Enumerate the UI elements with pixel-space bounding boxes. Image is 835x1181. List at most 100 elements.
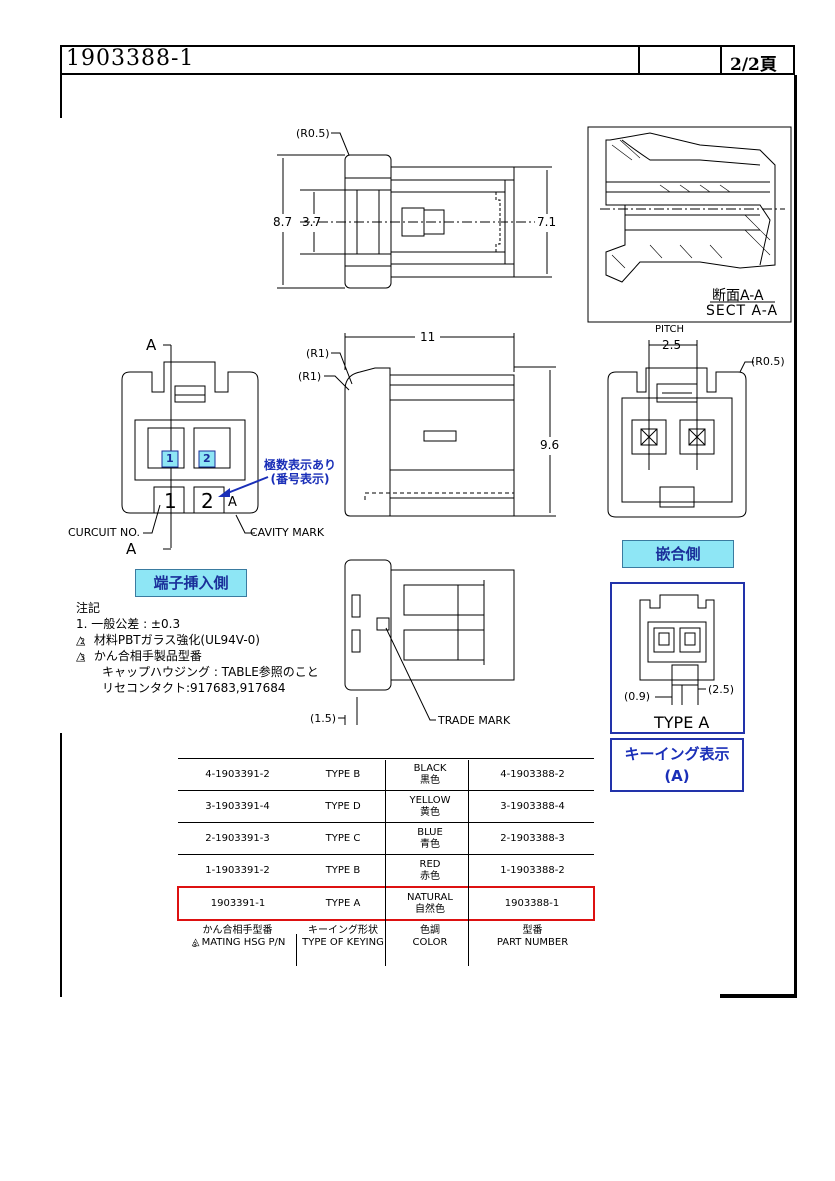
cell-mating-text: 1903391-1 bbox=[210, 898, 266, 909]
cell-keying-text: TYPE D bbox=[325, 801, 361, 812]
section-mark-bottom: A bbox=[126, 540, 137, 558]
note-2-text: 材料PBTガラス強化(UL94V-0) bbox=[93, 633, 260, 647]
side-width-dim: 11 bbox=[420, 330, 436, 344]
keying-badge-line2: (A) bbox=[664, 767, 690, 785]
note-2: △2 材料PBTガラス強化(UL94V-0) bbox=[76, 632, 319, 648]
pole-number-note-line2: (番号表示) bbox=[270, 472, 330, 486]
cell-color-text: NATURAL bbox=[407, 891, 453, 903]
note-3: △3 かん合相手製品型番 bbox=[76, 648, 319, 664]
side-radius-bottom: (R1) bbox=[298, 370, 322, 383]
cell-keying: TYPE D bbox=[297, 790, 389, 823]
mating-radius: (R0.5) bbox=[751, 355, 785, 368]
cell-mating: 4-1903391-2 bbox=[178, 758, 297, 791]
frame-line-left-bottom bbox=[60, 733, 62, 997]
table-col-divider bbox=[468, 760, 469, 966]
cell-mating-text: 3-1903391-4 bbox=[205, 801, 270, 812]
note-3-cap-housing: キャップハウジング : TABLE参照のこと bbox=[102, 665, 319, 679]
keying-badge-line1: キーイング表示 bbox=[624, 745, 730, 763]
cell-color-text: 黄色 bbox=[420, 806, 440, 818]
top-view-right-dim: 7.1 bbox=[537, 215, 557, 229]
table-header-divider bbox=[296, 934, 297, 966]
cell-part: 2-1903388-3 bbox=[471, 822, 594, 855]
side-height-dim: 9.6 bbox=[540, 438, 560, 452]
note-1: 1. 一般公差 : ±0.3 bbox=[76, 617, 181, 631]
cell-keying-text: TYPE B bbox=[325, 769, 361, 780]
header-part-jp: 型番 bbox=[522, 924, 543, 936]
frame-line-left-top bbox=[60, 75, 62, 118]
frame-line-right bbox=[794, 75, 797, 997]
cell-part: 1-1903388-2 bbox=[471, 854, 594, 888]
cell-color-text: 自然色 bbox=[415, 903, 445, 915]
circuit-label: CURCUIT NO. bbox=[68, 526, 140, 539]
header-part: 型番 PART NUMBER bbox=[471, 919, 594, 952]
cell-keying-text: TYPE A bbox=[325, 898, 361, 909]
top-view-height-dim: 8.7 bbox=[273, 215, 293, 229]
cavity-label: CAVITY MARK bbox=[250, 526, 325, 539]
section-view bbox=[587, 126, 792, 323]
side-radius-top: (R1) bbox=[306, 347, 330, 360]
pitch-value: 2.5 bbox=[662, 338, 682, 352]
cell-part: 1903388-1 bbox=[471, 886, 595, 921]
cell-mating: 1-1903391-2 bbox=[178, 854, 297, 888]
notes: 注記 1. 一般公差 : ±0.3 △2 材料PBTガラス強化(UL94V-0)… bbox=[76, 600, 319, 696]
title-divider bbox=[720, 45, 722, 75]
cell-part: 4-1903388-2 bbox=[471, 758, 594, 791]
page-number: 2/2頁 bbox=[730, 55, 777, 75]
header-keying-en: TYPE OF KEYING bbox=[302, 936, 384, 948]
cell-color-text: 青色 bbox=[420, 838, 440, 850]
cell-color-text: 赤色 bbox=[420, 870, 440, 882]
header-mating-jp: かん合相手型番 bbox=[202, 924, 273, 936]
cell-color-text: BLACK bbox=[413, 762, 447, 774]
keying-dim-right: (2.5) bbox=[708, 683, 735, 696]
cavity-2: 2 bbox=[201, 489, 214, 513]
drawing-number: 1903388-1 bbox=[66, 46, 195, 71]
cell-part: 3-1903388-4 bbox=[471, 790, 594, 823]
cell-keying: TYPE B bbox=[297, 854, 389, 888]
cell-mating: 2-1903391-3 bbox=[178, 822, 297, 855]
keying-view bbox=[639, 594, 715, 705]
header-keying-jp: キーイング形状 bbox=[308, 924, 378, 936]
note-2-triangle-icon: △2 bbox=[76, 633, 86, 647]
header-color: 色調 COLOR bbox=[389, 919, 471, 952]
top-view-inner-dim: 3.7 bbox=[302, 215, 322, 229]
cell-mating-text: 4-1903391-2 bbox=[205, 769, 270, 780]
cell-part-text: 1-1903388-2 bbox=[500, 865, 565, 876]
notes-heading: 注記 bbox=[76, 601, 101, 615]
side-view bbox=[324, 333, 556, 517]
cell-keying-text: TYPE C bbox=[325, 833, 361, 844]
pole-number-note: 極数表示あり (番号表示) bbox=[255, 458, 345, 486]
top-view bbox=[277, 132, 552, 289]
cell-color-text: 黒色 bbox=[420, 774, 440, 786]
frame-line-bottom bbox=[720, 994, 797, 998]
keying-dim-left: (0.9) bbox=[624, 690, 651, 703]
pole-number-note-line1: 極数表示あり bbox=[263, 458, 336, 472]
header-part-en: PART NUMBER bbox=[496, 936, 569, 948]
note-3-triangle-icon: △3 bbox=[76, 649, 86, 663]
section-label-en: SECT A-A bbox=[706, 303, 779, 319]
keying-type-label: TYPE A bbox=[654, 713, 710, 732]
cell-mating: 1903391-1 bbox=[177, 886, 297, 921]
cell-part-text: 4-1903388-2 bbox=[500, 769, 565, 780]
cell-mating-text: 2-1903391-3 bbox=[205, 833, 270, 844]
cell-color-text: RED bbox=[419, 858, 441, 870]
pitch-label: PITCH bbox=[655, 324, 685, 335]
header-keying: キーイング形状 TYPE OF KEYING bbox=[297, 919, 389, 952]
cell-color-text: YELLOW bbox=[409, 794, 451, 806]
cell-mating: 3-1903391-4 bbox=[178, 790, 297, 823]
cell-keying: TYPE C bbox=[297, 822, 389, 855]
section-label-jp: 断面A-A bbox=[712, 288, 764, 304]
cell-keying: TYPE A bbox=[297, 886, 389, 921]
cell-color-text: BLUE bbox=[417, 826, 443, 838]
cell-part-text: 2-1903388-3 bbox=[500, 833, 565, 844]
